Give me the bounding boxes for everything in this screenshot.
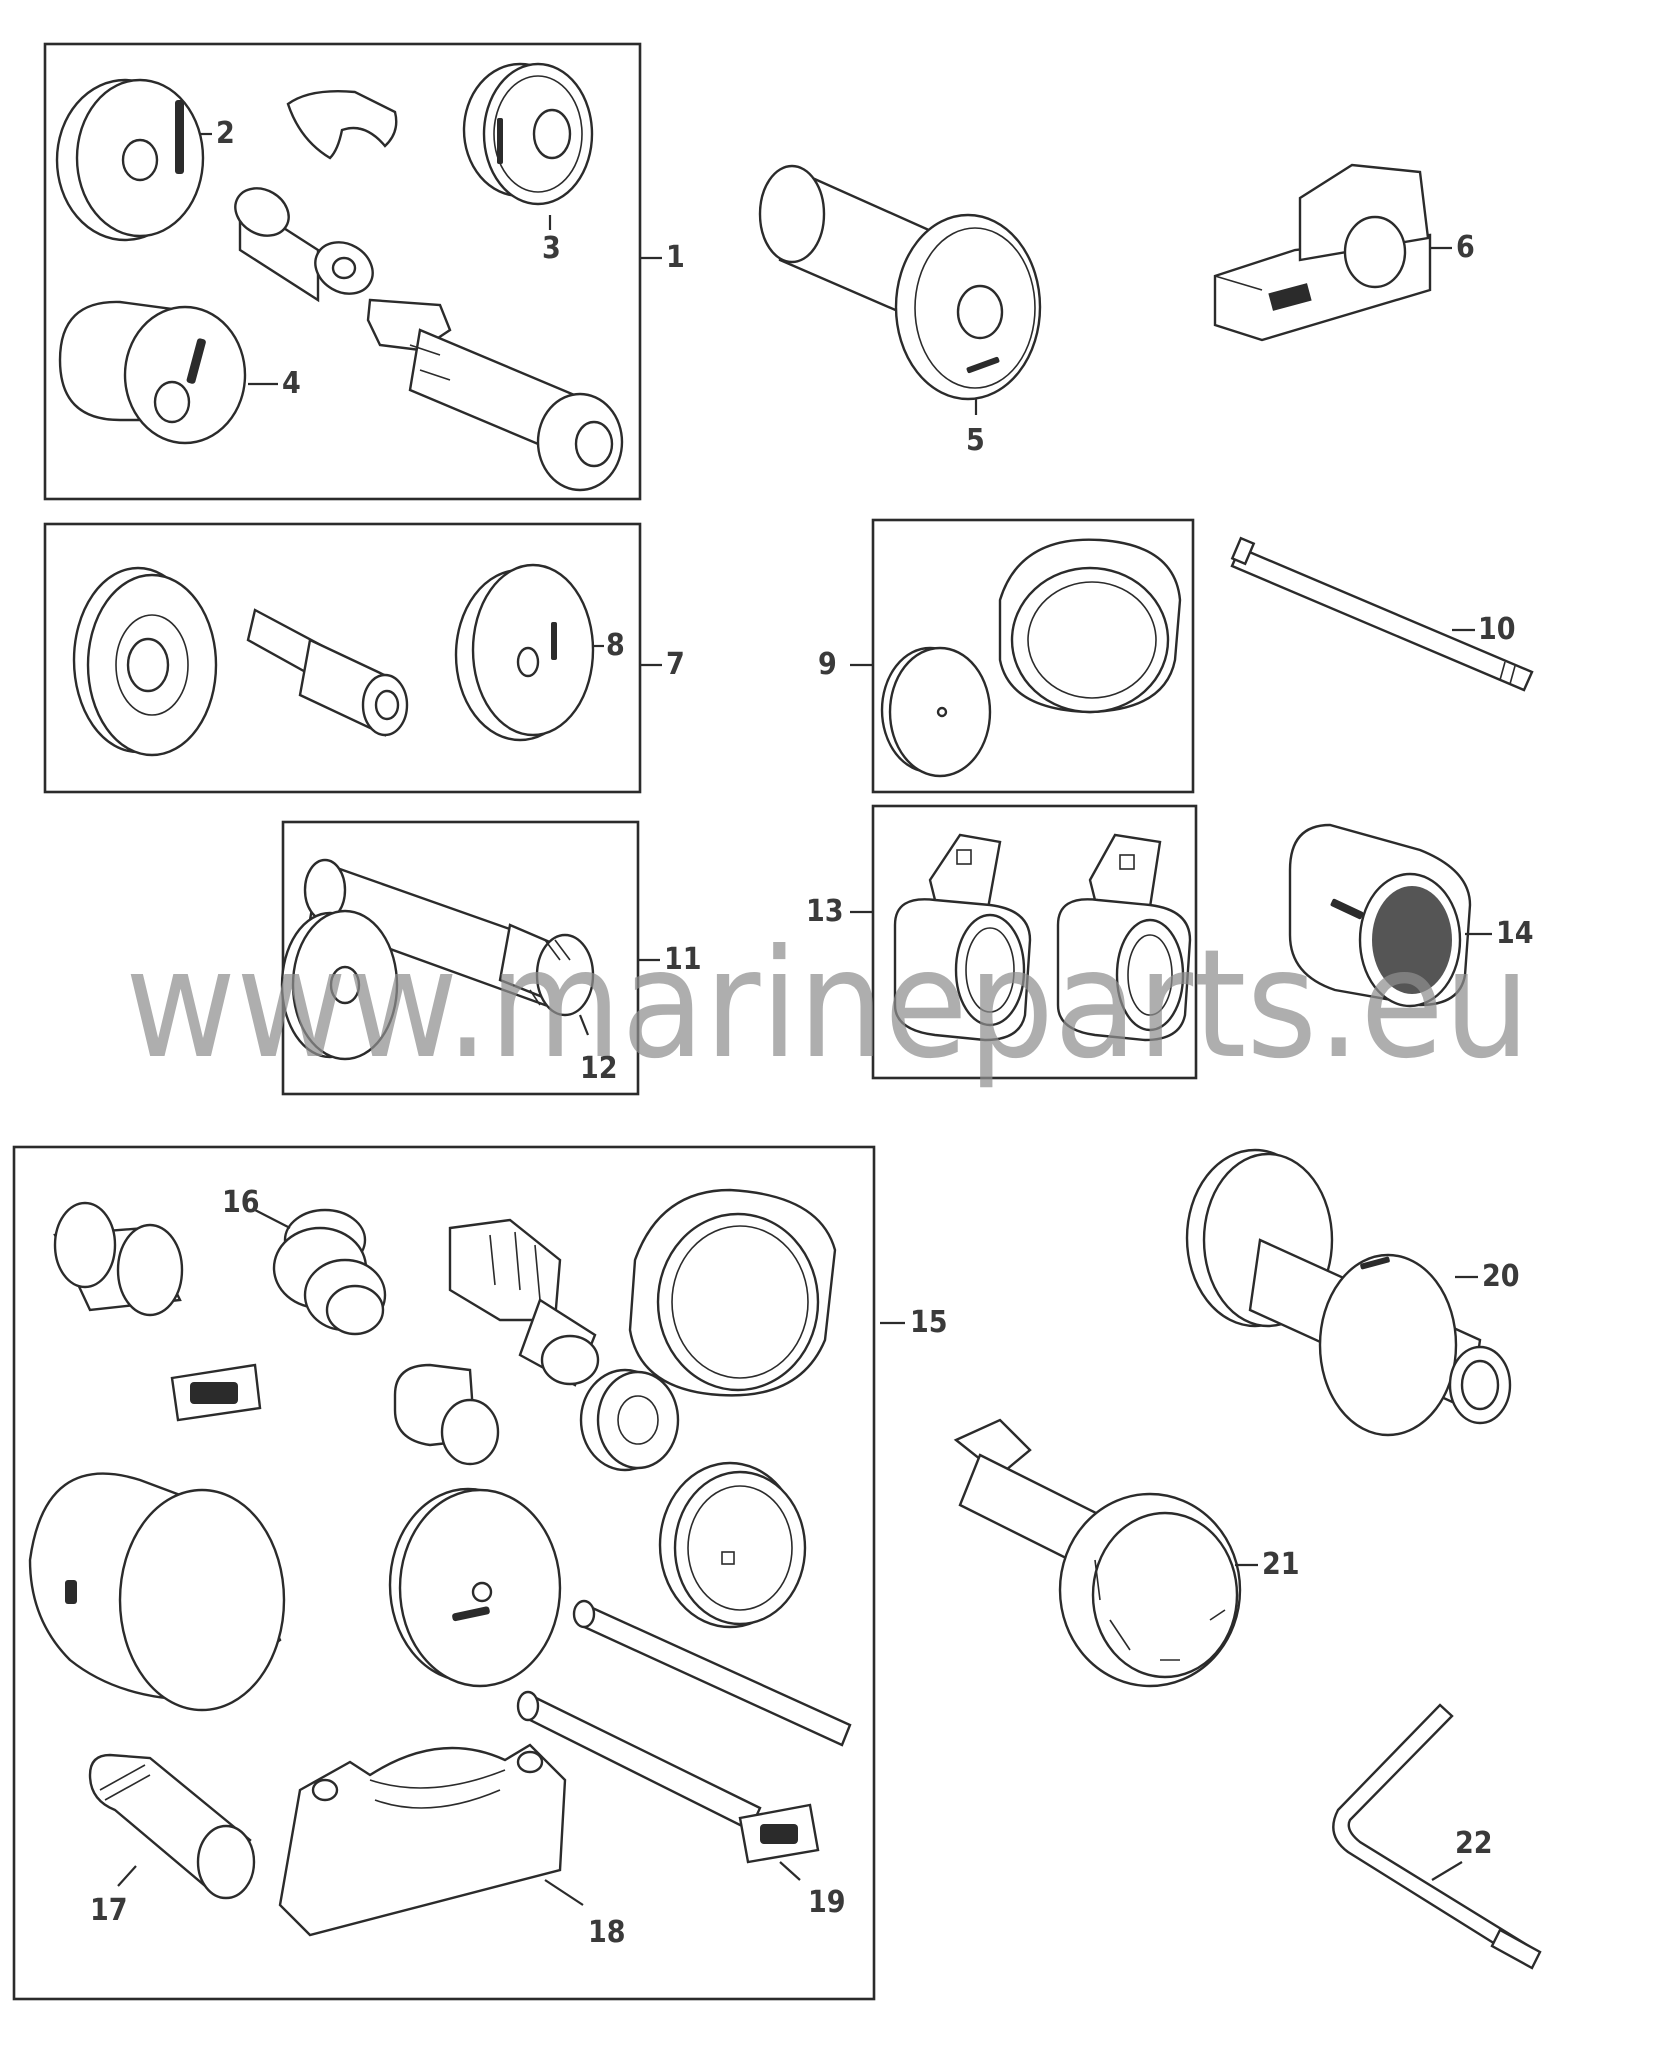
label-8: 8 [606,628,625,663]
label-20: 20 [1482,1259,1520,1294]
label-4: 4 [282,366,301,401]
part-flange-disc [72,566,218,757]
part-16-adaptor [272,1208,387,1336]
part-4-disc [58,300,247,445]
label-2: 2 [216,116,235,151]
part-pilot-sleeve [246,608,409,737]
part-sleeve-small [234,187,374,303]
part-13-socket-left [893,833,1032,1042]
part-5-driver [758,164,1042,401]
label-10: 10 [1478,612,1516,647]
part-half-shell [286,90,398,160]
part-3-disc [462,62,594,206]
part-6-block [1213,163,1432,342]
label-11: 11 [664,942,702,977]
label-5: 5 [966,423,985,458]
group-box-1 [43,42,642,501]
part-large-ring [628,1188,837,1397]
label-18: 18 [588,1915,626,1950]
leader-19 [779,1861,801,1881]
label-14: 14 [1496,916,1534,951]
group-box-9 [871,518,1195,794]
part-cup-ring [998,538,1182,714]
part-long-rod-a [572,1599,852,1747]
label-6: 6 [1456,230,1475,265]
leader-12 [578,1014,590,1036]
label-16: 16 [222,1185,260,1220]
part-19-clip [738,1803,820,1864]
part-10-rod [1230,536,1534,692]
label-7: 7 [666,647,685,682]
label-3: 3 [542,231,561,266]
label-13: 13 [806,894,844,929]
group-box-7 [43,522,642,794]
part-8-disc [454,563,595,742]
leader-22 [1431,1861,1463,1881]
label-15: 15 [910,1305,948,1340]
part-22-hex-key [1332,1703,1542,1970]
part-18-saddle [278,1743,567,1937]
part-17-sleeve [88,1753,256,1900]
part-pilot [393,1363,500,1466]
part-20-puller [1185,1148,1512,1437]
leader-18 [544,1879,584,1906]
group-box-11 [281,820,640,1096]
group-box-15 [12,1145,876,2001]
part-spline-tool [448,1218,600,1387]
part-hub-adaptor [579,1368,680,1472]
leader-17 [117,1865,137,1887]
part-14-socket [1288,823,1472,1008]
label-22: 22 [1455,1826,1493,1861]
part-handle-driver [366,298,624,492]
part-bushing [53,1201,184,1317]
part-12-disc [280,909,399,1061]
label-12: 12 [580,1051,618,1086]
label-9: 9 [818,647,837,682]
part-13-socket-right [1056,833,1192,1042]
label-21: 21 [1262,1547,1300,1582]
label-19: 19 [808,1885,846,1920]
part-clip [170,1363,262,1422]
group-box-13 [871,804,1198,1080]
part-flat-disc [880,646,992,778]
part-big-cylinder [28,1472,286,1712]
part-press-disc [388,1487,562,1688]
label-1: 1 [666,240,685,275]
leader-16 [254,1209,291,1229]
part-2-disc [55,78,205,242]
label-17: 17 [90,1893,128,1928]
part-splined-nut [658,1461,807,1629]
watermark-text: www.marineparts.eu [125,918,1530,1092]
part-21-tool [953,1418,1242,1688]
